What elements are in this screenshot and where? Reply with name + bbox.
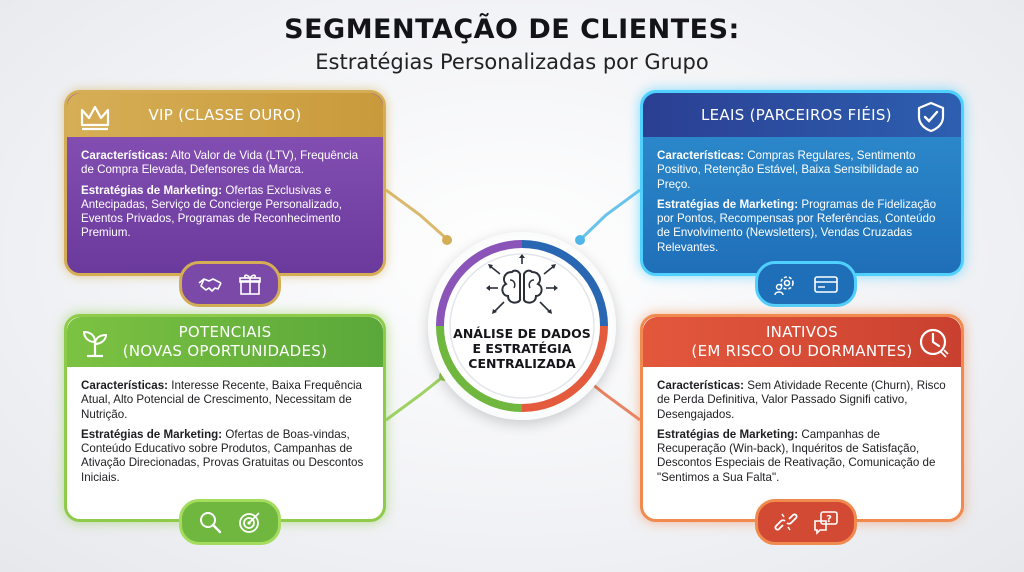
svg-text:?: ? <box>826 514 832 525</box>
segment-card-vip: VIP (CLASSE OURO) Características: Alto … <box>64 90 386 307</box>
segment-badge-potenciais <box>179 499 281 545</box>
segment-title-inativos: INATIVOS <box>765 323 839 341</box>
segment-badge-vip <box>179 261 281 307</box>
segment-header-potenciais: POTENCIAIS (NOVAS OPORTUNIDADES) <box>67 317 383 367</box>
marketing-text: Ofertas de Boas-vindas, Conteúdo Educati… <box>81 427 364 484</box>
sprout-icon <box>82 330 108 358</box>
marketing-label: Estratégias de Marketing: <box>81 427 223 441</box>
segment-badge-inativos: ? <box>755 499 857 545</box>
clock-icon <box>919 328 949 358</box>
marketing-label: Estratégias de Marketing: <box>81 183 223 197</box>
segment-body-potenciais: Características: Interesse Recente, Baix… <box>81 379 371 491</box>
credit-card-icon <box>814 276 838 293</box>
central-hub: ANÁLISE DE DADOS E ESTRATÉGIA CENTRALIZA… <box>428 232 616 420</box>
segment-body-vip: Características: Alto Valor de Vida (LTV… <box>81 149 371 247</box>
segment-body-leais: Características: Compras Regulares, Sent… <box>657 149 949 261</box>
hub-ring <box>436 240 608 412</box>
characteristics-text: Compras Regulares, Sentimento Positivo, … <box>657 149 919 191</box>
hub-label-line1: ANÁLISE DE DADOS <box>453 326 591 341</box>
marketing-label: Estratégias de Marketing: <box>657 427 799 441</box>
target-icon <box>239 512 260 533</box>
page-subtitle: Estratégias Personalizadas por Grupo <box>315 50 709 74</box>
connector-potenciais <box>385 374 445 422</box>
crown-icon <box>80 105 110 131</box>
broken-link-icon <box>774 513 798 531</box>
marketing-label: Estratégias de Marketing: <box>657 197 799 211</box>
segment-body-inativos: Características: Sem Atividade Recente (… <box>657 379 949 491</box>
segment-subtitle-inativos: (EM RISCO OU DORMANTES) <box>691 342 913 360</box>
segment-subtitle-potenciais: (NOVAS OPORTUNIDADES) <box>122 342 328 360</box>
magnifier-icon <box>200 512 222 534</box>
shield-check-icon <box>917 101 945 133</box>
characteristics-text: Interesse Recente, Baixa Frequência Atua… <box>81 379 363 421</box>
connector-vip <box>385 188 449 242</box>
segment-card-inativos: INATIVOS (EM RISCO OU DORMANTES) Caracte… <box>640 314 964 545</box>
segment-title-leais: LEAIS (PARCEIROS FIÉIS) <box>701 105 892 124</box>
gift-icon <box>239 274 261 295</box>
segment-title-potenciais: POTENCIAIS <box>178 323 272 341</box>
characteristics-label: Características: <box>657 379 745 392</box>
segment-header-inativos: INATIVOS (EM RISCO OU DORMANTES) <box>643 317 961 367</box>
marketing-text: Ofertas Exclusivas e Antecipadas, Serviç… <box>81 183 343 240</box>
marketing-text: Programas de Fidelização por Pontos, Rec… <box>657 197 937 254</box>
chat-question-icon: ? <box>814 511 838 535</box>
page-title: SEGMENTAÇÃO DE CLIENTES: <box>284 14 740 45</box>
characteristics-label: Características: <box>81 149 169 162</box>
characteristics-text: Alto Valor de Vida (LTV), Frequência de … <box>81 149 359 177</box>
handshake-icon <box>198 278 222 292</box>
characteristics-label: Características: <box>81 379 169 392</box>
gear-person-icon <box>774 276 794 296</box>
brain-network-icon <box>486 254 558 314</box>
hub-label-line2: E ESTRATÉGIA <box>472 341 572 356</box>
characteristics-label: Características: <box>657 149 745 162</box>
characteristics-text: Sem Atividade Recente (Churn), Risco de … <box>657 379 946 421</box>
connector-leais <box>578 188 641 242</box>
segment-header-leais: LEAIS (PARCEIROS FIÉIS) <box>643 93 961 137</box>
segment-header-vip: VIP (CLASSE OURO) <box>67 93 383 137</box>
segment-card-leais: LEAIS (PARCEIROS FIÉIS) Características:… <box>640 90 964 307</box>
hub-label-line3: CENTRALIZADA <box>468 356 576 371</box>
segment-title-vip: VIP (CLASSE OURO) <box>148 105 302 124</box>
segment-badge-leais <box>755 261 857 307</box>
hub-label: ANÁLISE DE DADOS E ESTRATÉGIA CENTRALIZA… <box>442 326 602 371</box>
segment-card-potenciais: POTENCIAIS (NOVAS OPORTUNIDADES) Caracte… <box>64 314 386 545</box>
marketing-text: Campanhas de Recuperação (Win-back), Inq… <box>657 427 936 484</box>
